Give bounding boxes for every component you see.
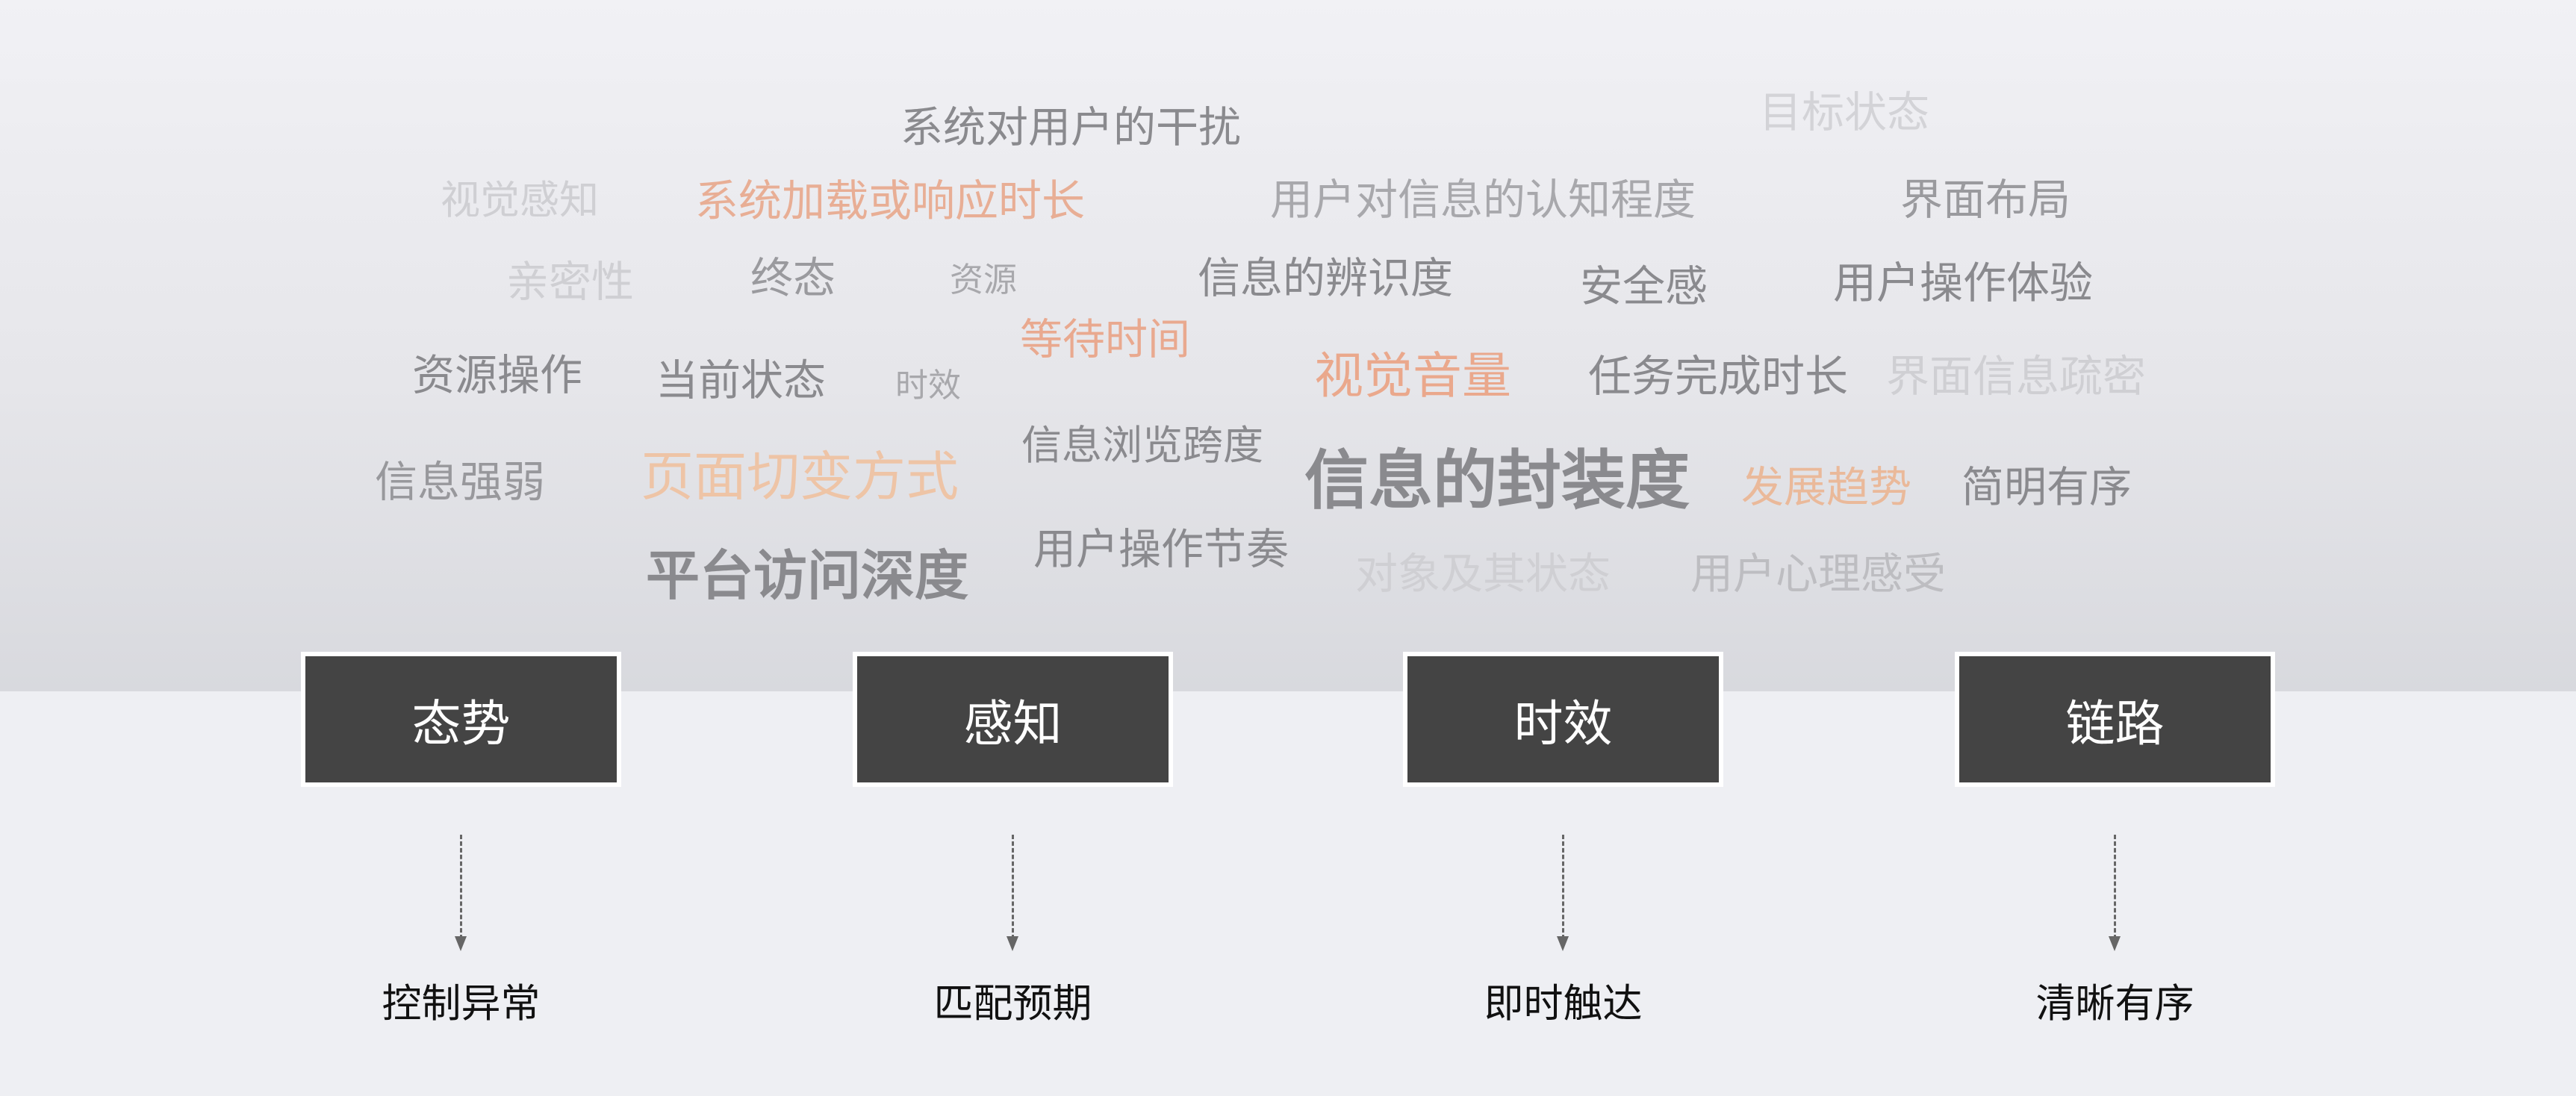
word: 亲密性 <box>506 258 634 307</box>
word: 目标状态 <box>1759 88 1929 137</box>
pillar-label: 时效 <box>1513 694 1613 753</box>
word: 系统对用户的干扰 <box>900 103 1241 152</box>
word: 信息强弱 <box>375 458 545 507</box>
word: 简明有序 <box>1961 463 2132 512</box>
goal-label: 匹配预期 <box>933 981 1092 1027</box>
word: 终态 <box>750 254 836 303</box>
goal-label: 控制异常 <box>382 981 541 1027</box>
word: 信息的封装度 <box>1304 443 1690 518</box>
word: 视觉音量 <box>1314 347 1511 405</box>
word: 发展趋势 <box>1741 463 1911 512</box>
pillar-box-timeliness: 时效 <box>1403 652 1723 787</box>
dashed-arrow-down-icon <box>1557 835 1569 951</box>
word: 平台访问深度 <box>646 544 969 607</box>
dashed-arrow-down-icon <box>1007 835 1018 951</box>
dashed-arrow-down-icon <box>455 835 467 951</box>
word-cloud-background <box>0 0 2576 691</box>
dashed-arrow-down-icon <box>2109 835 2121 951</box>
word: 信息的辨识度 <box>1198 254 1453 303</box>
word: 信息浏览跨度 <box>1021 422 1263 469</box>
word: 等待时间 <box>1020 315 1190 364</box>
pillar-label: 链路 <box>2065 694 2165 753</box>
pillar-box-perception: 感知 <box>853 652 1173 787</box>
word: 用户操作体验 <box>1833 258 2094 308</box>
word: 资源 <box>950 260 1018 299</box>
pillar-label: 感知 <box>963 694 1063 753</box>
word: 时效 <box>895 367 961 405</box>
pillar-label: 态势 <box>411 694 511 753</box>
word: 视觉感知 <box>441 178 599 223</box>
word: 系统加载或响应时长 <box>695 175 1086 226</box>
word: 用户心理感受 <box>1690 549 1946 599</box>
word: 界面布局 <box>1900 175 2071 225</box>
word: 安全感 <box>1580 262 1708 311</box>
goal-label: 即时触达 <box>1484 981 1643 1027</box>
word: 界面信息疏密 <box>1886 351 2147 402</box>
word: 用户操作节奏 <box>1033 525 1289 574</box>
word: 页面切变方式 <box>641 446 959 508</box>
word: 当前状态 <box>656 356 826 405</box>
pillar-box-path: 链路 <box>1955 652 2275 787</box>
goal-label: 清晰有序 <box>2035 981 2194 1027</box>
pillar-box-situation: 态势 <box>301 652 621 787</box>
word: 任务完成时长 <box>1588 351 1849 402</box>
word: 对象及其状态 <box>1355 549 1611 599</box>
word: 用户对信息的认知程度 <box>1270 175 1696 225</box>
word: 资源操作 <box>412 351 582 400</box>
